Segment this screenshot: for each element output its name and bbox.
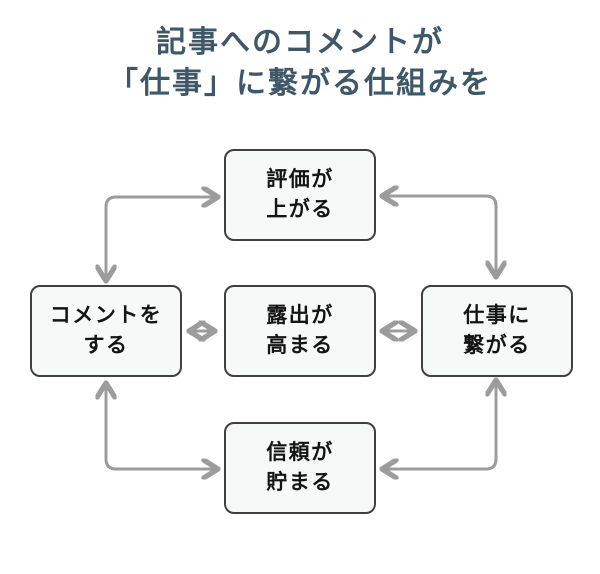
node-trust-line-2: 貯まる — [266, 471, 334, 494]
node-exposure-line-2: 高まる — [266, 334, 334, 357]
node-evaluation-line-1: 評価が — [266, 168, 334, 191]
page-title: 記事へのコメントが 「仕事」に繋がる仕組みを — [0, 22, 600, 104]
arrow-comment-trust — [106, 383, 218, 469]
node-evaluation: 評価が 上がる — [224, 149, 376, 241]
node-trust: 信頼が 貯まる — [224, 422, 376, 514]
node-comment-line-1: コメントを — [49, 304, 163, 327]
arrow-evaluation-work — [382, 196, 496, 277]
node-comment-line-2: する — [83, 334, 129, 357]
title-line-2: 「仕事」に繋がる仕組みを — [108, 67, 492, 100]
arrow-work-trust — [382, 380, 496, 469]
node-evaluation-line-2: 上がる — [266, 198, 334, 221]
node-work-line-2: 繋がる — [463, 334, 531, 357]
title-line-1: 記事へのコメントが — [156, 26, 444, 59]
node-trust-line-1: 信頼が — [266, 441, 334, 464]
node-comment: コメントを する — [30, 285, 182, 377]
node-exposure: 露出が 高まる — [224, 285, 376, 377]
node-exposure-line-1: 露出が — [266, 304, 334, 327]
arrow-comment-evaluation — [106, 197, 218, 281]
node-work: 仕事に 繋がる — [421, 285, 573, 377]
node-work-line-1: 仕事に — [463, 304, 531, 327]
